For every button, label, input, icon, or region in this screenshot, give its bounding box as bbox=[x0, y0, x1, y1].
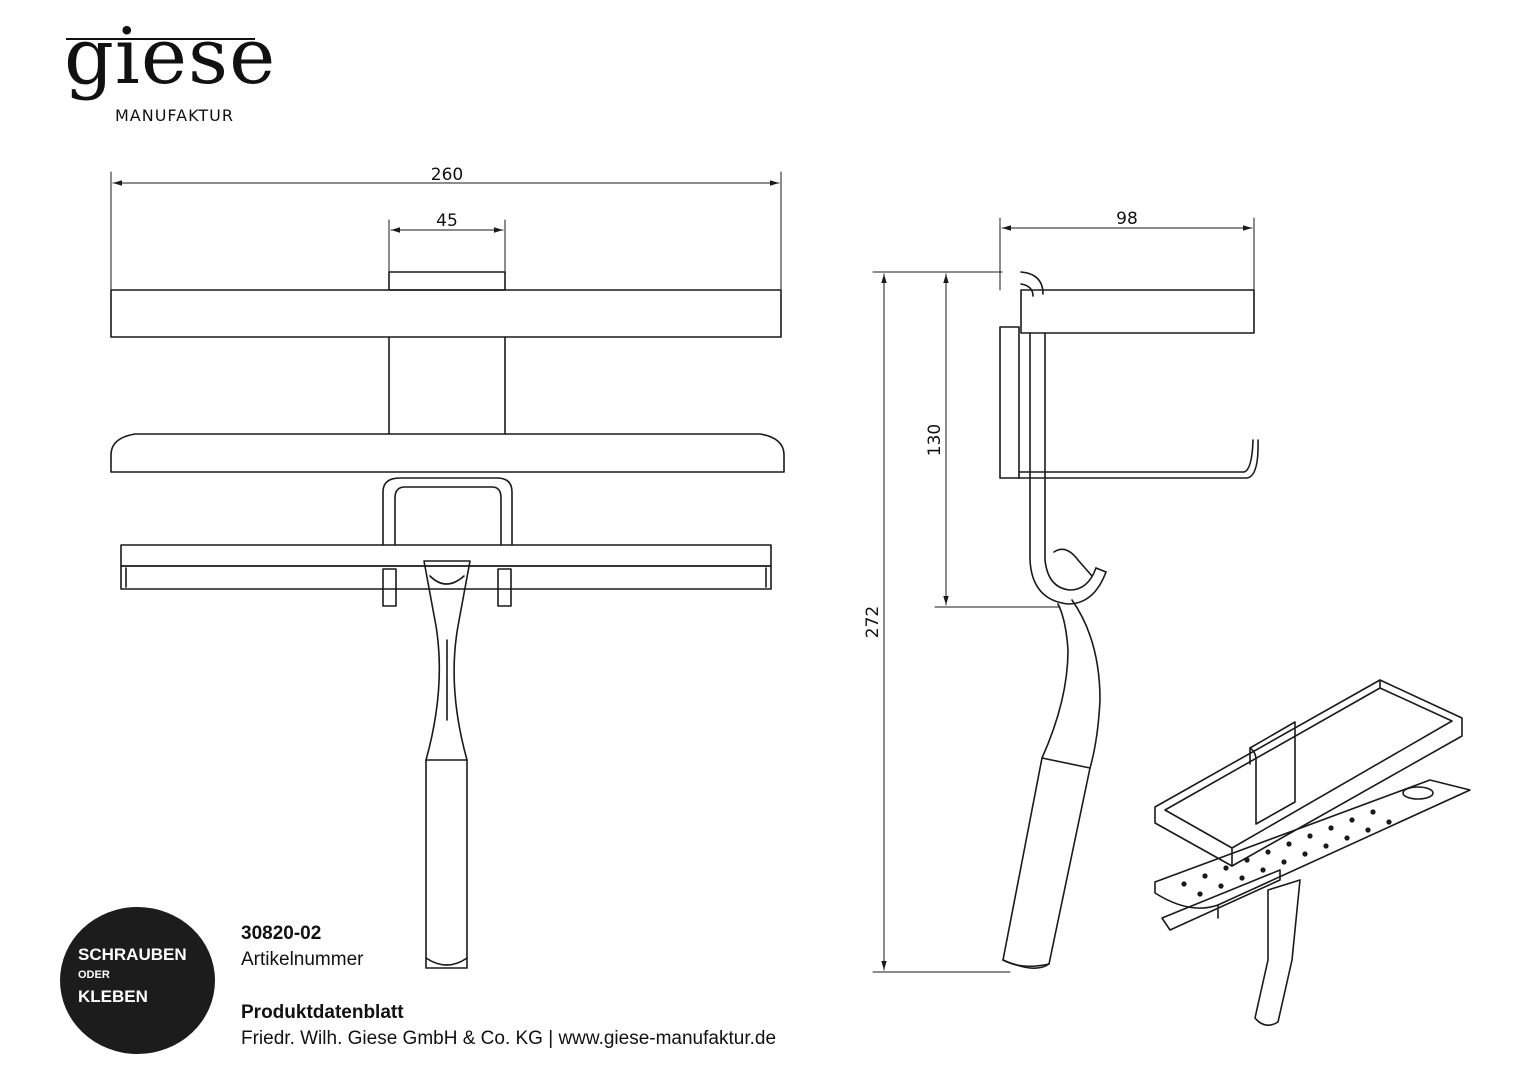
dim-label-width: 260 bbox=[431, 165, 463, 185]
dim-label-height-total: 272 bbox=[863, 606, 883, 638]
sheet-title: Produktdatenblatt bbox=[241, 1002, 404, 1023]
front-view bbox=[110, 171, 785, 969]
brand-name: giese bbox=[64, 12, 277, 102]
brand-subtitle: MANUFAKTUR bbox=[115, 106, 234, 125]
perforation-holes bbox=[1181, 809, 1392, 897]
badge-line-2: ODER bbox=[78, 969, 110, 981]
dim-label-height-mount: 130 bbox=[925, 424, 945, 456]
dim-label-mount-width: 45 bbox=[436, 211, 458, 231]
company-line: Friedr. Wilh. Giese GmbH & Co. KG | www.… bbox=[241, 1028, 777, 1049]
isometric-view bbox=[1154, 679, 1471, 1026]
badge-line-3: KLEBEN bbox=[78, 987, 148, 1006]
side-view bbox=[872, 217, 1259, 973]
dim-label-depth: 98 bbox=[1116, 209, 1138, 229]
article-number: 30820-02 bbox=[241, 923, 322, 944]
article-number-label: Artikelnummer bbox=[241, 949, 364, 970]
brand-rule bbox=[66, 38, 255, 40]
badge-line-1: SCHRAUBEN bbox=[78, 945, 187, 964]
mounting-badge: SCHRAUBEN ODER KLEBEN bbox=[60, 907, 215, 1054]
